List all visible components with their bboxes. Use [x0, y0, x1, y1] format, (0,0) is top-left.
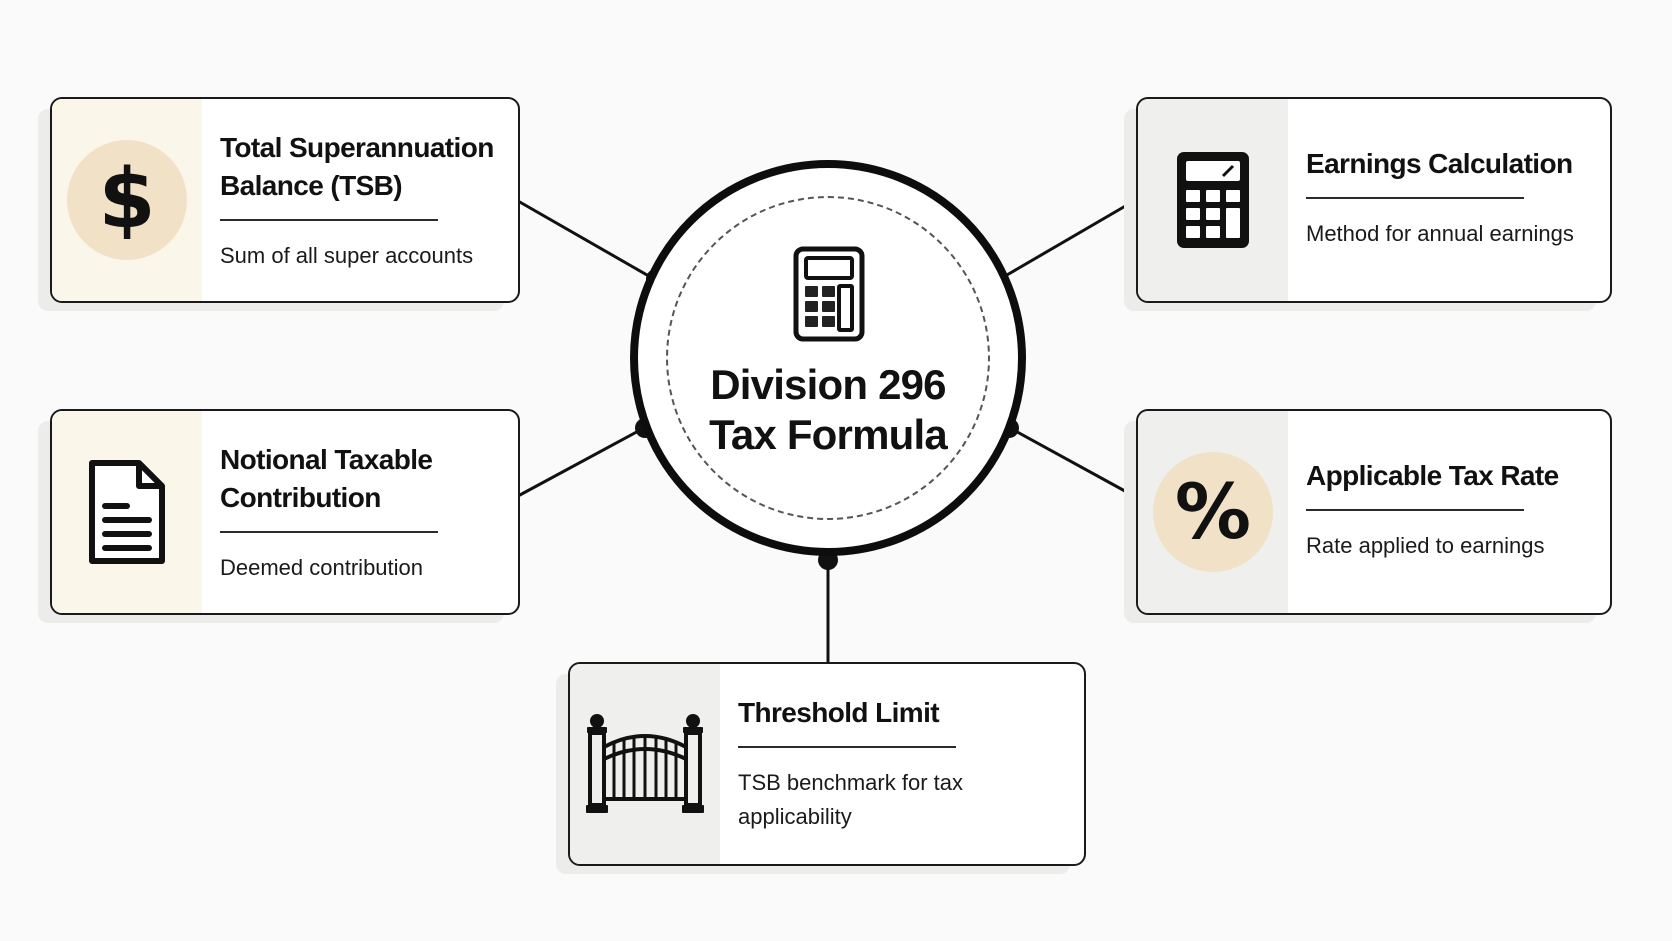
- card-text: Notional Taxable Contribution Deemed con…: [220, 411, 498, 613]
- card-text: Earnings Calculation Method for annual e…: [1306, 99, 1590, 301]
- icon-panel: $: [52, 99, 202, 301]
- card-title-line2: Balance (TSB): [220, 170, 403, 201]
- card-earnings-calculation: Earnings Calculation Method for annual e…: [1136, 97, 1612, 303]
- gate-icon: [586, 714, 704, 813]
- icon-panel: [52, 411, 202, 613]
- card-text: Applicable Tax Rate Rate applied to earn…: [1306, 411, 1590, 613]
- connector-notional: [517, 426, 645, 498]
- hub-title-line2: Tax Formula: [709, 411, 948, 458]
- card-subtitle-line1: TSB benchmark for tax: [738, 770, 963, 795]
- card-title: Earnings Calculation: [1306, 148, 1573, 179]
- card-title: Notional Taxable Contribution: [220, 441, 498, 517]
- card-threshold-limit: Threshold Limit TSB benchmark for tax ap…: [568, 662, 1086, 866]
- calculator-icon: [793, 246, 865, 342]
- connector-tsb: [517, 199, 655, 281]
- icon-panel: %: [1138, 411, 1288, 613]
- formula-hub: Division 296 Tax Formula: [630, 160, 1026, 556]
- card-subtitle: Rate applied to earnings: [1306, 533, 1545, 558]
- divider: [1306, 509, 1524, 511]
- divider: [738, 746, 956, 748]
- card-title-line1: Total Superannuation: [220, 132, 494, 163]
- card-applicable-tax-rate: % Applicable Tax Rate Rate applied to ea…: [1136, 409, 1612, 615]
- icon-panel: [1138, 99, 1288, 301]
- divider: [220, 531, 438, 533]
- card-notional-taxable-contribution: Notional Taxable Contribution Deemed con…: [50, 409, 520, 615]
- divider: [220, 219, 438, 221]
- connector-earnings: [999, 199, 1135, 281]
- card-subtitle: Deemed contribution: [220, 555, 424, 580]
- card-total-superannuation-balance: $ Total Superannuation Balance (TSB) Sum…: [50, 97, 520, 303]
- card-subtitle: Sum of all super accounts: [220, 243, 474, 268]
- hub-title-line1: Division 296: [710, 361, 946, 408]
- card-title: Applicable Tax Rate: [1306, 460, 1559, 491]
- icon-panel: [570, 664, 720, 864]
- card-text: Threshold Limit TSB benchmark for tax ap…: [738, 664, 1064, 864]
- hub-title: Division 296 Tax Formula: [638, 360, 1018, 460]
- calculator-icon: [1177, 152, 1249, 248]
- percent-icon: %: [1153, 452, 1273, 572]
- card-subtitle: Method for annual earnings: [1306, 221, 1574, 246]
- divider: [1306, 197, 1524, 199]
- document-icon: [89, 460, 165, 564]
- hub-dashed-ring: [666, 196, 990, 520]
- card-title: Total Superannuation Balance (TSB): [220, 129, 498, 205]
- card-title: Threshold Limit: [738, 697, 940, 728]
- card-subtitle-line2: applicability: [738, 804, 852, 829]
- card-title-line1: Notional Taxable: [220, 444, 433, 475]
- connector-rate: [1009, 426, 1135, 498]
- card-subtitle: TSB benchmark for tax applicability: [738, 766, 1064, 834]
- card-title-line2: Contribution: [220, 482, 381, 513]
- dollar-icon: $: [67, 140, 187, 260]
- card-text: Total Superannuation Balance (TSB) Sum o…: [220, 99, 498, 301]
